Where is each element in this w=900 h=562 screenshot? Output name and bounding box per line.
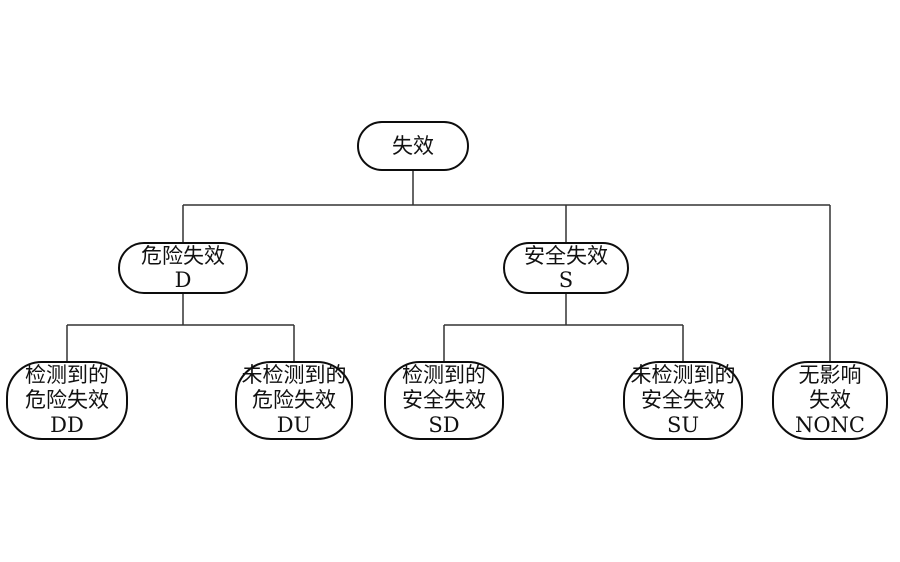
node-label: 无影响 (798, 363, 862, 387)
node-code: DU (276, 413, 312, 437)
node-label: 安全失效 (524, 244, 608, 268)
node-label: 危险失效 (25, 388, 109, 412)
node-code: SD (428, 413, 460, 437)
node-safe-failure: 安全失效 S (503, 242, 629, 294)
node-detected-dangerous-failure: 检测到的 危险失效 DD (6, 361, 128, 440)
node-code: D (174, 268, 192, 292)
node-dangerous-failure: 危险失效 D (118, 242, 248, 294)
node-label: 检测到的 (402, 363, 486, 387)
node-label: 安全失效 (641, 388, 725, 412)
node-code: NONC (794, 413, 866, 437)
node-label: 安全失效 (402, 388, 486, 412)
node-label: 失效 (392, 134, 434, 158)
node-code: DD (50, 413, 84, 437)
node-failure-root: 失效 (357, 121, 469, 171)
node-label: 未检测到的 (630, 363, 736, 387)
node-label: 失效 (809, 388, 851, 412)
node-undetected-dangerous-failure: 未检测到的 危险失效 DU (235, 361, 353, 440)
node-detected-safe-failure: 检测到的 安全失效 SD (384, 361, 504, 440)
node-label: 检测到的 (25, 363, 109, 387)
node-label: 未检测到的 (241, 363, 347, 387)
node-code: SU (666, 413, 700, 437)
node-label: 危险失效 (141, 244, 225, 268)
node-no-effect-failure: 无影响 失效 NONC (772, 361, 888, 440)
node-code: S (558, 268, 574, 292)
node-label: 危险失效 (252, 388, 336, 412)
node-undetected-safe-failure: 未检测到的 安全失效 SU (623, 361, 743, 440)
